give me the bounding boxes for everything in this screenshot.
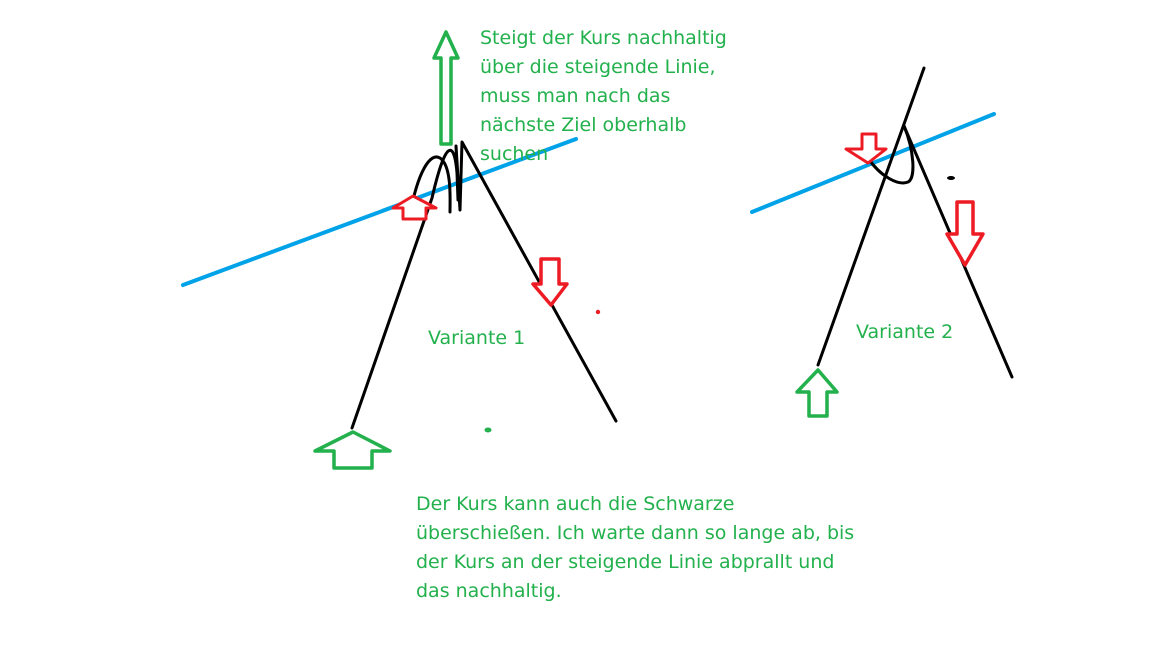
bottom-note-line: überschießen. Ich warte dann so lange ab… (416, 522, 855, 544)
variant-2-drawing (750, 66, 1014, 418)
variant-1-drawing (181, 30, 618, 470)
bottom-note-line: das nachhaltig. (416, 580, 562, 602)
arrow-up-icon (795, 368, 839, 418)
rising-trend-line-1 (181, 137, 578, 287)
stray-dot-red (595, 309, 601, 315)
bottom-note: Der Kurs kann auch die Schwarze überschi… (416, 490, 854, 606)
arrow-up-icon (313, 430, 392, 470)
top-note-line: über die steigende Linie, (480, 56, 716, 78)
arrow-down-icon (531, 257, 569, 307)
bottom-note-line: Der Kurs kann auch die Schwarze (416, 493, 735, 515)
stray-dot-black (947, 176, 955, 180)
top-note-line: suchen (480, 143, 549, 165)
overshoot-loop-1 (408, 155, 452, 216)
arrow-down-icon (945, 200, 985, 267)
top-note-line: nächste Ziel oberhalb (480, 114, 687, 136)
hook-loop-2 (866, 124, 915, 185)
arrow-up-icon (432, 30, 460, 146)
top-note-line: Steigt der Kurs nachhaltig (480, 27, 727, 49)
bottom-note-line: der Kurs an der steigende Linie abprallt… (416, 551, 835, 573)
arrow-down-icon (844, 132, 888, 165)
variant-2-label: Variante 2 (856, 321, 954, 343)
stray-dot-green (484, 427, 492, 433)
variant-1-label: Variante 1 (428, 327, 526, 349)
top-note: Steigt der Kurs nachhaltig über die stei… (480, 24, 727, 169)
top-note-line: muss man nach das (480, 85, 671, 107)
price-path-1 (350, 140, 618, 430)
arrow-up-icon (391, 194, 438, 221)
price-path-2 (816, 66, 926, 367)
